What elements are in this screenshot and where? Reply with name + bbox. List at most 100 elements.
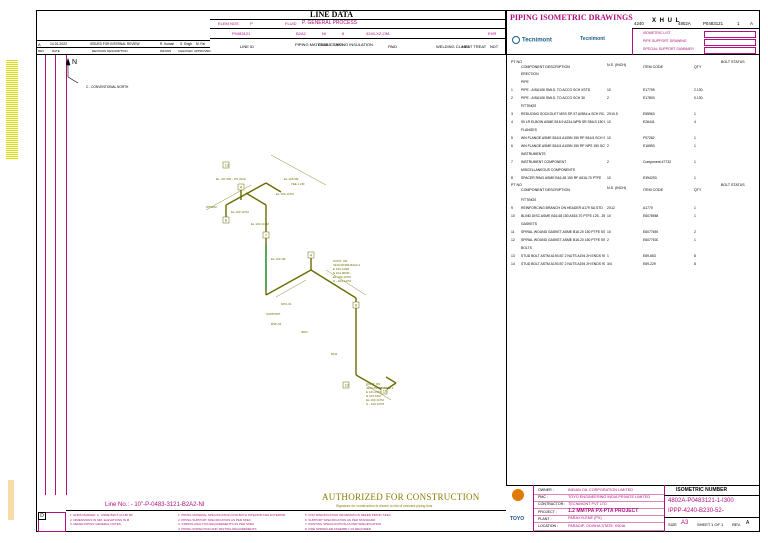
- note-line: 3. REFER PIPING GENERAL NOTES: [70, 522, 121, 526]
- bom1-cell: 2.130: [694, 88, 703, 92]
- bom2-cell: 10: [607, 214, 611, 218]
- support-line: S - 103.147M: [333, 279, 352, 283]
- rev-head-checked: CHECKED: [178, 49, 193, 53]
- bom2-cell: 12: [511, 238, 515, 242]
- bom2-cell: GASKETS: [521, 222, 538, 226]
- iso-number-2: IPPP-4240-B230-52-: [668, 508, 724, 514]
- north-arrow: [66, 58, 79, 84]
- tb-divider: [534, 500, 664, 502]
- note-line: 4. PIPING INSPECTION AND TESTING REQUIRE…: [178, 526, 257, 531]
- note-line: 5. FOR SPECIFICATION INFORMATION REFER P…: [305, 513, 391, 517]
- bom2-cell: 2: [607, 238, 609, 242]
- callout-box: [222, 216, 230, 224]
- bom1-cell: 2: [607, 144, 609, 148]
- support-line: EL 103.147M: [366, 398, 384, 402]
- bom2-cell: 2X12: [607, 206, 615, 210]
- rev-head-drawn: DRAWN: [160, 49, 172, 53]
- side-list-3[interactable]: SPECIAL SUPPORT SUMMARY: [643, 47, 695, 51]
- conventional-north-note: C - CONVENTIONAL NORTH: [86, 85, 129, 89]
- fluid-label: FLUID: [285, 21, 297, 26]
- note-line: 8. FIRE SPRINKLER ASSEMBLY AS REQUIRED: [305, 526, 371, 531]
- drawing-label: TEE 1.2M: [291, 182, 305, 186]
- support-line: S - 103.147M: [366, 402, 385, 406]
- bom1-cell: MISCELLANEOUS COMPONENTS: [521, 168, 576, 172]
- bom1-cell: 2: [607, 96, 609, 100]
- rev-head-approved: APPROVED: [194, 49, 211, 53]
- bom1-head-bolt: BOLT STATUS: [721, 60, 745, 64]
- bom2-cell: A1770: [643, 206, 653, 210]
- note-line: 1. PIPING MATERIAL SPECIFICATION FOR BOT…: [178, 513, 286, 517]
- bom2-cell: 10: [607, 230, 611, 234]
- bom1-cell: 10: [607, 136, 611, 140]
- barcode-strip-2: [6, 260, 18, 480]
- bom1-cell: 1: [694, 112, 696, 116]
- note-line: 7. PAINTING SPECIFICATION AS PER SPECIFI…: [305, 522, 382, 526]
- pipe-route: [225, 182, 397, 392]
- bom2-head-desc: COMPONENT DESCRIPTION: [521, 188, 570, 192]
- bom1-cell: 3: [511, 112, 513, 116]
- support-line: N 103.16M: [366, 394, 381, 398]
- bom1-cell: E55963: [643, 112, 655, 116]
- rev-label: REV.: [732, 522, 741, 527]
- callout-box: [380, 387, 388, 395]
- col-material: PIPING MATERIAL CLASS: [295, 42, 344, 47]
- callout-number: 7: [265, 232, 268, 237]
- north-letter: N: [72, 59, 77, 66]
- sheet-value: 1 OF 1: [711, 522, 724, 527]
- bom2-cell: 8: [694, 254, 696, 258]
- side-list-2[interactable]: PIPE SUPPORT DRAWING: [643, 39, 687, 43]
- bom2-cell: BLIND DISC ASME B16.48 150 A515-70 PTFE …: [521, 214, 605, 218]
- tecnimont-logo-text: Tecnimont: [522, 37, 552, 44]
- tecnimont-logo-2: Tecnimont: [580, 36, 605, 42]
- iso-number-label: ISOMETRIC NUMBER: [676, 487, 728, 493]
- authorized-stamp-sub: Signature for construction is shown on l…: [336, 504, 433, 508]
- bom1-cell: 2X10.5: [607, 112, 618, 116]
- tb-divider: [534, 493, 664, 495]
- bom-table-1: PT NO COMPONENT DESCRIPTION N.S. (INCH) …: [511, 60, 751, 190]
- tecnimont-logo-1: Tecnimont: [512, 36, 552, 44]
- size-value: A3: [681, 520, 689, 526]
- iso-header: [506, 10, 760, 55]
- callout-number: 13: [225, 162, 230, 167]
- bom1-cell: 10: [607, 120, 611, 124]
- bom2-cell: E6078988: [643, 214, 659, 218]
- bom1-cell: E16593: [643, 144, 655, 148]
- side-list-1[interactable]: ISOMETRIC LIST: [643, 31, 671, 35]
- rev-head-rev: REV: [38, 49, 45, 53]
- callout-number: 12: [345, 382, 350, 387]
- bom2-cell: STUD BOLT ASTM A193 B7 2 NUTS A194 2H EN…: [521, 262, 605, 266]
- bom2-cell: E69-663: [643, 254, 656, 258]
- rev-date: 14.01.2022: [50, 42, 67, 46]
- bom1-head-ns: N.S. (INCH): [607, 63, 627, 67]
- bom1-cell: 90 LR ELBOW ASME B16.9 A234-WPB SR SMLS …: [521, 120, 605, 124]
- bom1-cell: 1: [694, 144, 696, 148]
- drawing-label: EL 103.147M: [276, 192, 294, 196]
- tb-label: PROJECT :: [538, 509, 557, 514]
- tb-value: TOYO ENGINEERING INDIA PRIVATE LIMITED: [568, 494, 651, 499]
- line-num-val: P0483121: [232, 31, 251, 36]
- bom1-cell: F97262: [643, 136, 655, 140]
- callout-box: [222, 161, 230, 169]
- support-line: E 103.123M: [333, 267, 350, 271]
- callout-number: 9: [355, 302, 358, 307]
- drawing-label: EL 103.1M: [271, 257, 286, 261]
- doc-num-6: A: [750, 21, 753, 26]
- drawing-label: BSP-02: [271, 322, 282, 326]
- tb-divider: [534, 522, 664, 524]
- tb-label: CONTRACTOR :: [538, 502, 566, 507]
- thk-val: 8: [342, 31, 345, 36]
- bom1-cell: PIPE - A/SA106 SMLS. TO ACCO SCH 30: [521, 96, 585, 100]
- bom2-cell: STUD BOLT ASTM A193 B7 2 NUTS A194 2H EN…: [521, 254, 605, 258]
- bom1-head-pt: PT NO: [511, 60, 522, 64]
- title-block: [506, 485, 760, 533]
- tb-label: PMC :: [538, 495, 548, 500]
- col-class: CLASS: [318, 42, 332, 47]
- col-line-id: LINE ID: [240, 44, 255, 49]
- toyo-logo: TOYO: [510, 516, 525, 522]
- note-line: 2. PIPING SUPPORT SPECIFICATION AS PER S…: [178, 517, 252, 522]
- bom2-cell: 10: [511, 214, 515, 218]
- tb-value: TECNIMONT PVT LTD: [568, 501, 607, 506]
